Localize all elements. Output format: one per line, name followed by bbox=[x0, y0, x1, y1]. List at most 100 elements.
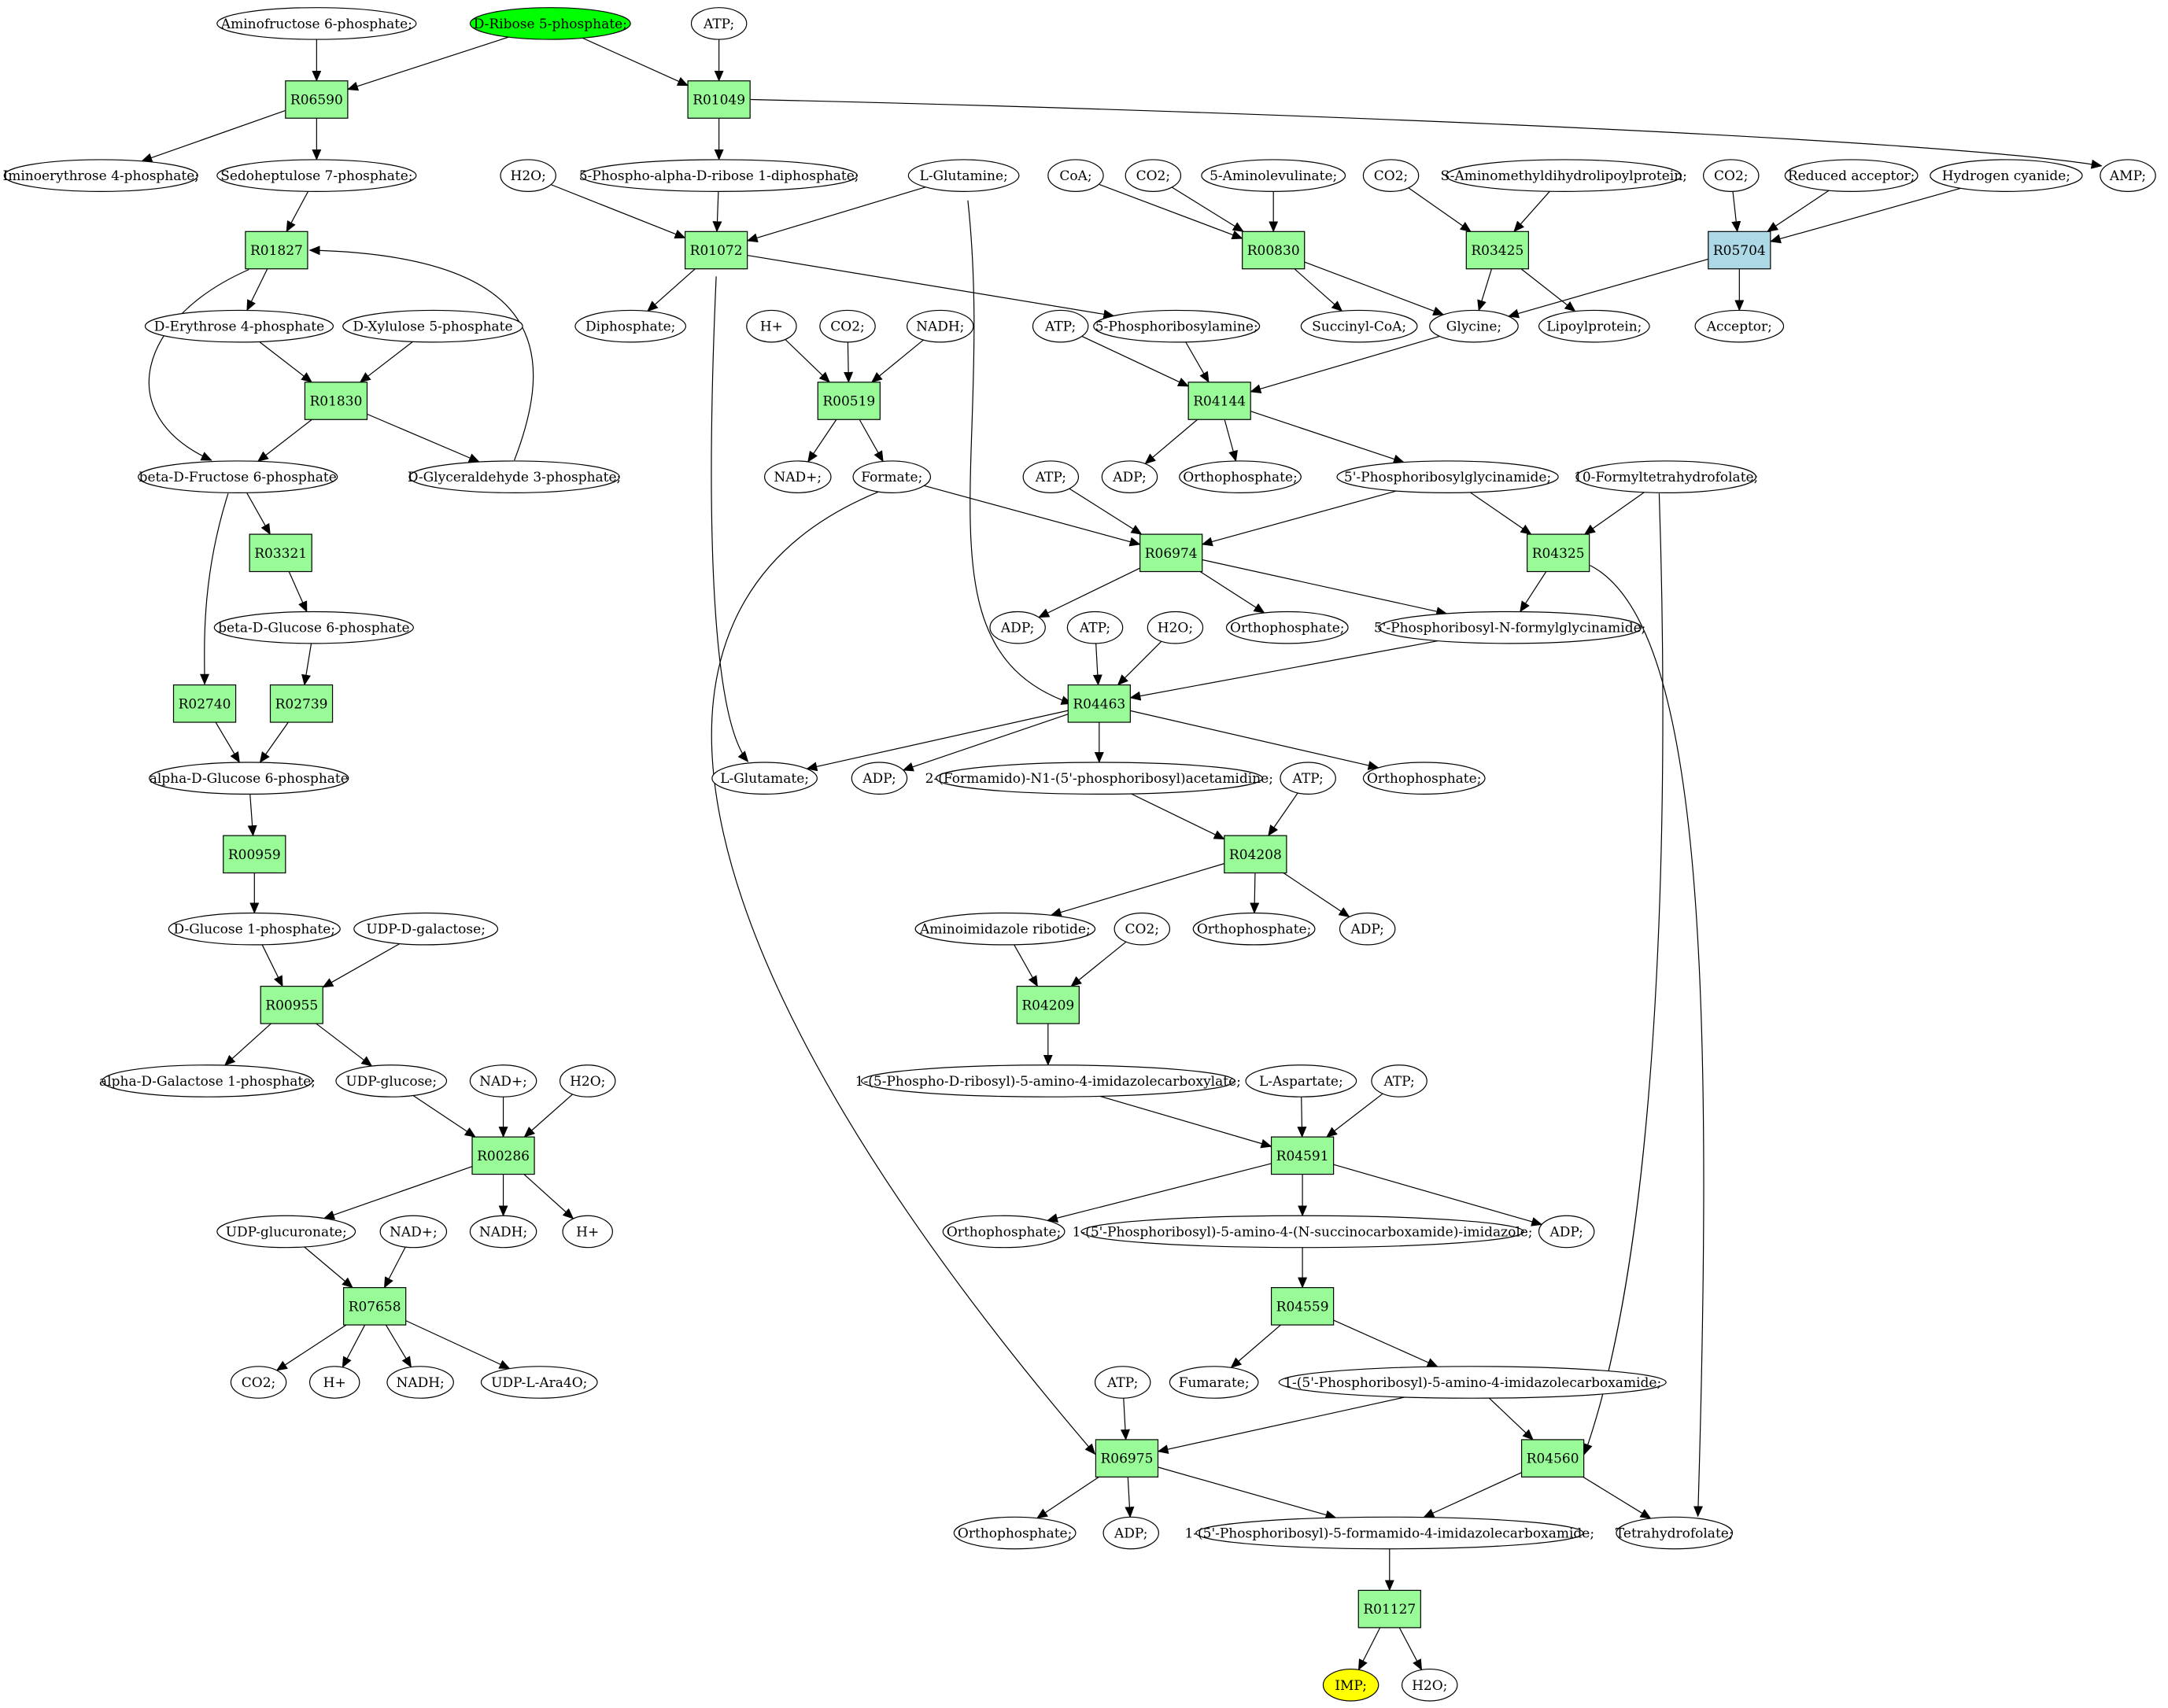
metabolite-label: Iminoerythrose 4-phosphate; bbox=[3, 168, 200, 184]
metabolite-node: Orthophosphate; bbox=[1179, 460, 1302, 493]
reaction-box bbox=[1067, 684, 1131, 723]
reaction-label: R06974 bbox=[1145, 546, 1198, 562]
metabolite-ellipse bbox=[500, 159, 556, 192]
edge-arrow bbox=[1171, 186, 1244, 232]
metabolite-ellipse bbox=[1694, 309, 1785, 343]
edge-arrow bbox=[323, 1166, 473, 1219]
metabolite-label: D-Erythrose 4-phosphate bbox=[154, 319, 324, 335]
metabolite-node: Orthophosphate; bbox=[953, 1516, 1077, 1550]
metabolite-node: 1-(5'-Phosphoribosyl)-5-amino-4-imidazol… bbox=[1278, 1366, 1667, 1399]
metabolite-label: ATP; bbox=[1044, 319, 1076, 335]
reaction-box bbox=[172, 684, 237, 723]
metabolite-label: Formate; bbox=[861, 470, 922, 485]
edge-arrow bbox=[1157, 1396, 1405, 1455]
metabolite-label: H2O; bbox=[511, 168, 546, 184]
metabolite-node: H2O; bbox=[500, 159, 556, 192]
metabolite-label: NAD+; bbox=[390, 1224, 438, 1240]
reaction-label: R06590 bbox=[290, 93, 343, 109]
metabolite-node: 5-Aminolevulinate; bbox=[1201, 159, 1346, 192]
edge-arrow bbox=[1036, 1476, 1099, 1519]
edge-arrow bbox=[301, 643, 312, 686]
metabolite-node: CO2; bbox=[1703, 159, 1760, 192]
metabolite-node: 1-(5'-Phosphoribosyl)-5-amino-4-(N-succi… bbox=[1073, 1215, 1533, 1249]
reaction-node: R04591 bbox=[1270, 1136, 1335, 1175]
metabolite-ellipse bbox=[819, 309, 876, 343]
reaction-node: R04463 bbox=[1067, 684, 1131, 723]
metabolite-label: CO2; bbox=[1374, 168, 1409, 184]
metabolite-node: Reduced acceptor; bbox=[1784, 159, 1919, 192]
metabolite-label: Acceptor; bbox=[1706, 319, 1772, 335]
metabolite-label: 5'-Phosphoribosyl-N-formylglycinamide; bbox=[1374, 621, 1645, 636]
metabolite-label: Tetrahydrofolate; bbox=[1616, 1526, 1734, 1542]
edges-layer bbox=[141, 36, 2103, 1671]
metabolite-label: H+ bbox=[760, 319, 783, 335]
edge-arrow bbox=[342, 1324, 366, 1368]
edge-arrow bbox=[1520, 268, 1576, 312]
metabolite-node: NAD+; bbox=[764, 460, 832, 493]
edge-arrow bbox=[257, 419, 312, 462]
metabolite-ellipse bbox=[942, 1215, 1066, 1249]
reaction-label: R02740 bbox=[179, 696, 231, 712]
metabolite-ellipse bbox=[408, 460, 620, 493]
metabolite-label: Glycine; bbox=[1446, 319, 1501, 335]
metabolite-ellipse bbox=[1201, 159, 1346, 192]
reaction-box bbox=[1527, 533, 1590, 573]
metabolite-node: UDP-glucose; bbox=[335, 1064, 448, 1097]
reaction-node: R04144 bbox=[1187, 382, 1251, 420]
edge-arrow bbox=[304, 1246, 353, 1289]
metabolite-ellipse bbox=[2100, 159, 2156, 192]
metabolite-node: UDP-L-Ara4O; bbox=[480, 1366, 598, 1399]
metabolite-label: H+ bbox=[323, 1375, 346, 1391]
metabolite-ellipse bbox=[1371, 1064, 1427, 1097]
metabolite-label: Orthophosphate; bbox=[1197, 922, 1311, 938]
edge-arrow bbox=[1081, 335, 1190, 387]
edge-arrow bbox=[359, 341, 413, 383]
metabolite-ellipse bbox=[1225, 611, 1349, 644]
metabolite-label: beta-D-Fructose 6-phosphate bbox=[139, 470, 337, 485]
metabolite-node: Iminoerythrose 4-phosphate; bbox=[3, 159, 200, 192]
metabolite-ellipse bbox=[216, 7, 417, 40]
metabolite-ellipse bbox=[102, 1064, 313, 1097]
metabolite-label: Orthophosphate; bbox=[958, 1526, 1072, 1542]
metabolite-label: 10-Formyltetrahydrofolate; bbox=[1574, 470, 1758, 485]
metabolite-label: 5-Phospho-alpha-D-ribose 1-diphosphate; bbox=[579, 168, 859, 184]
metabolite-ellipse bbox=[935, 762, 1263, 795]
edge-arrow bbox=[1268, 792, 1298, 836]
metabolite-node: 5'-Phosphoribosyl-N-formylglycinamide; bbox=[1374, 611, 1645, 644]
edge-arrow bbox=[1120, 1398, 1130, 1441]
edge-arrow bbox=[246, 268, 268, 312]
metabolite-node: 2-(Formamido)-N1-(5'-phosphoribosyl)acet… bbox=[925, 762, 1273, 795]
reaction-box bbox=[1357, 1589, 1421, 1629]
reaction-box bbox=[249, 533, 312, 573]
reaction-label: R04463 bbox=[1073, 696, 1125, 712]
metabolite-label: D-Glucose 1-phosphate; bbox=[174, 922, 336, 938]
reaction-box bbox=[817, 382, 881, 420]
metabolite-node: L-Glutamate; bbox=[711, 762, 818, 795]
metabolite-node: H+ bbox=[562, 1215, 613, 1249]
metabolite-node: ADP; bbox=[1101, 460, 1158, 493]
reaction-box bbox=[343, 1287, 407, 1326]
metabolite-ellipse bbox=[1147, 611, 1204, 644]
reaction-node: R01830 bbox=[304, 382, 368, 420]
edge-arrow bbox=[1092, 643, 1102, 686]
edge-arrow bbox=[1333, 1319, 1439, 1367]
metabolite-label: UDP-glucose; bbox=[345, 1074, 437, 1090]
metabolite-label: L-Glutamate; bbox=[720, 771, 809, 787]
reaction-label: R00959 bbox=[228, 847, 281, 863]
metabolite-ellipse bbox=[574, 309, 687, 343]
metabolite-ellipse bbox=[469, 1064, 537, 1097]
metabolite-label: ADP; bbox=[862, 771, 896, 787]
reaction-label: R01127 bbox=[1363, 1602, 1416, 1618]
metabolite-node: ATP; bbox=[1371, 1064, 1427, 1097]
edge-arrow bbox=[1129, 640, 1439, 701]
metabolite-label: Aminoimidazole ribotide; bbox=[919, 922, 1091, 938]
metabolite-node: 1-(5'-Phosphoribosyl)-5-formamido-4-imid… bbox=[1184, 1516, 1594, 1550]
metabolite-label: ADP; bbox=[1350, 922, 1383, 938]
reaction-node: R01049 bbox=[687, 80, 751, 119]
reaction-node: R01127 bbox=[1357, 1589, 1421, 1629]
reaction-box bbox=[1270, 1136, 1335, 1175]
metabolite-node: beta-D-Glucose 6-phosphate bbox=[213, 611, 414, 644]
metabolite-node: Lipoylprotein; bbox=[1538, 309, 1650, 343]
metabolite-ellipse bbox=[3, 159, 198, 192]
metabolite-label: CO2; bbox=[830, 319, 865, 335]
